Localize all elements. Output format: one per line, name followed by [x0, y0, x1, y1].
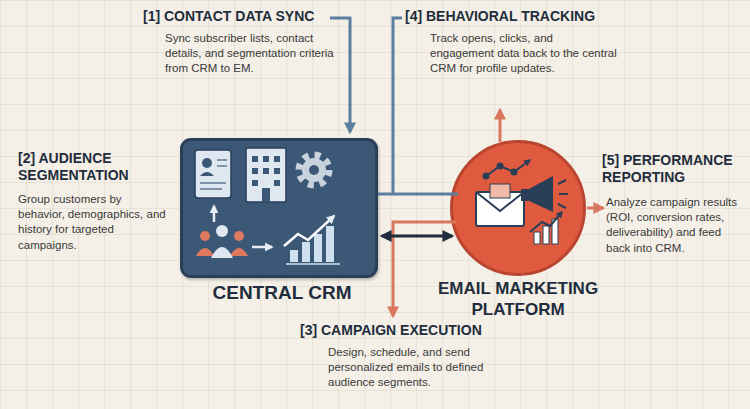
- callout-text: Analyze campaign results (ROI, conversio…: [606, 195, 748, 256]
- leader-line: [378, 193, 458, 196]
- platform-circle: EMAIL MARKETING PLATFORM: [450, 140, 586, 276]
- node-title: EMAIL MARKETING PLATFORM: [433, 278, 603, 321]
- callout-text: Sync subscriber lists, contact details, …: [165, 31, 337, 77]
- platform-circle-shape: [452, 142, 585, 275]
- callout-text: Group customers by behavior, demographic…: [18, 192, 168, 253]
- leader-arrow: [499, 110, 502, 142]
- callout-text: Design, schedule, and send personalized …: [328, 345, 513, 391]
- callout-heading: [5] PERFORMANCE REPORTING: [602, 152, 748, 186]
- double-arrow-connector: [382, 235, 452, 238]
- callout-heading: [3] CAMPAIGN EXECUTION: [300, 322, 560, 339]
- leader-arrow: [330, 18, 350, 132]
- leader-arrow: [587, 207, 603, 210]
- callout-heading: [2] AUDIENCE SEGMENTATION: [18, 150, 168, 184]
- node-title: CENTRAL CRM: [163, 281, 401, 305]
- leader-line: [393, 18, 402, 194]
- circle-outline: [450, 140, 586, 276]
- crm-box: CENTRAL CRM: [180, 138, 378, 278]
- leader-arrow: [393, 222, 456, 316]
- callout-text: Track opens, clicks, and engagement data…: [430, 31, 620, 77]
- callout-heading: [1] CONTACT DATA SYNC: [143, 8, 383, 25]
- callout-heading: [4] BEHAVIORAL TRACKING: [405, 8, 665, 25]
